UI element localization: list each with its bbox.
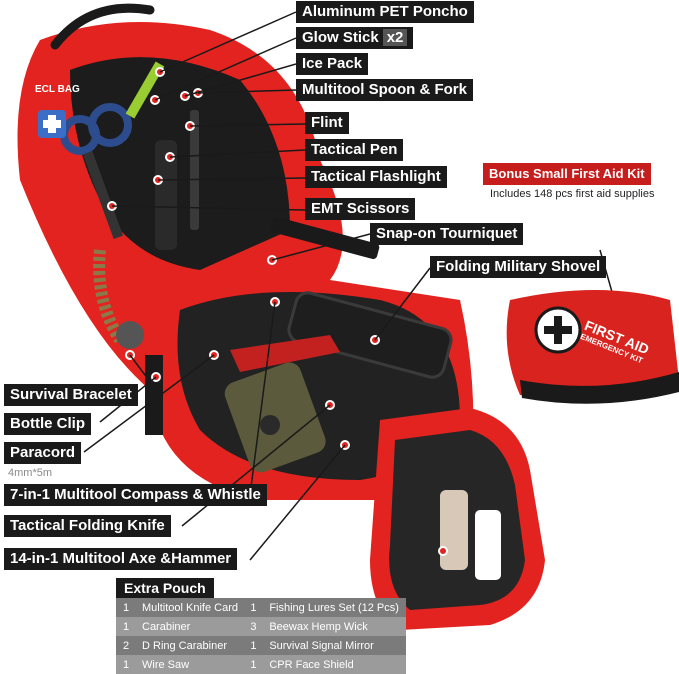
flashlight — [155, 140, 177, 250]
label-survival-bracelet: Survival Bracelet — [4, 384, 138, 406]
shovel — [287, 291, 453, 379]
scissors-blade — [82, 151, 124, 239]
item-cell: Wire Saw — [135, 655, 244, 674]
table-row: 1 Multitool Knife Card 1 Fishing Lures S… — [116, 598, 406, 617]
label-flint: Flint — [305, 112, 349, 134]
qty-cell: 1 — [243, 655, 263, 674]
label-multitool-spoon-fork: Multitool Spoon & Fork — [296, 79, 473, 101]
label-glow-stick-qty: x2 — [382, 29, 408, 46]
item-cell: Survival Signal Mirror — [262, 636, 406, 655]
qty-cell: 1 — [116, 617, 135, 636]
label-folding-military-shovel: Folding Military Shovel — [430, 256, 607, 278]
label-compass-whistle: 7-in-1 Multitool Compass & Whistle — [4, 484, 267, 506]
qty-cell: 1 — [116, 655, 135, 674]
table-row: 1 Wire Saw 1 CPR Face Shield — [116, 655, 406, 674]
pouch-item-can — [440, 490, 468, 570]
tourniquet — [270, 216, 380, 260]
label-bottle-clip: Bottle Clip — [4, 413, 91, 435]
label-glow-stick-text: Glow Stick — [302, 29, 379, 46]
label-ice-pack: Ice Pack — [296, 53, 369, 75]
label-emt-scissors: EMT Scissors — [305, 198, 416, 220]
tactical-pen — [190, 110, 199, 230]
label-paracord: Paracord — [4, 442, 82, 464]
item-cell: Beewax Hemp Wick — [262, 617, 406, 636]
table-row: 1 Carabiner 3 Beewax Hemp Wick — [116, 617, 406, 636]
item-cell: Carabiner — [135, 617, 244, 636]
qty-cell: 2 — [116, 636, 135, 655]
label-tactical-flashlight: Tactical Flashlight — [305, 166, 447, 188]
table-row: 2 D Ring Carabiner 1 Survival Signal Mir… — [116, 636, 406, 655]
carry-handle — [50, 3, 155, 50]
bonus-first-aid-kit-subtitle: Includes 148 pcs first aid supplies — [490, 188, 655, 200]
label-tactical-folding-knife: Tactical Folding Knife — [4, 515, 171, 537]
bonus-first-aid-kit-title: Bonus Small First Aid Kit — [483, 163, 651, 185]
item-cell: Multitool Knife Card — [135, 598, 244, 617]
label-tactical-pen: Tactical Pen — [305, 139, 404, 161]
qty-cell: 3 — [243, 617, 263, 636]
label-paracord-size: 4mm*5m — [8, 467, 53, 479]
label-snap-on-tourniquet: Snap-on Tourniquet — [370, 223, 524, 245]
extra-pouch-table: 1 Multitool Knife Card 1 Fishing Lures S… — [116, 598, 406, 674]
item-cell: D Ring Carabiner — [135, 636, 244, 655]
paracord-bracelet — [93, 249, 126, 344]
extra-pouch-title: Extra Pouch — [116, 578, 214, 599]
glow-stick — [125, 61, 165, 119]
qty-cell: 1 — [243, 636, 263, 655]
qty-cell: 1 — [116, 598, 135, 617]
folding-knife — [230, 335, 340, 372]
pouch-item-box — [475, 510, 501, 580]
backpack-brand-text: ECL BAG — [35, 84, 80, 95]
bracelet-compass — [116, 321, 144, 349]
item-cell: CPR Face Shield — [262, 655, 406, 674]
item-cell: Fishing Lures Set (12 Pcs) — [262, 598, 406, 617]
qty-cell: 1 — [243, 598, 263, 617]
label-aluminum-pet-poncho: Aluminum PET Poncho — [296, 1, 474, 23]
label-axe-hammer: 14-in-1 Multitool Axe &Hammer — [4, 548, 238, 570]
